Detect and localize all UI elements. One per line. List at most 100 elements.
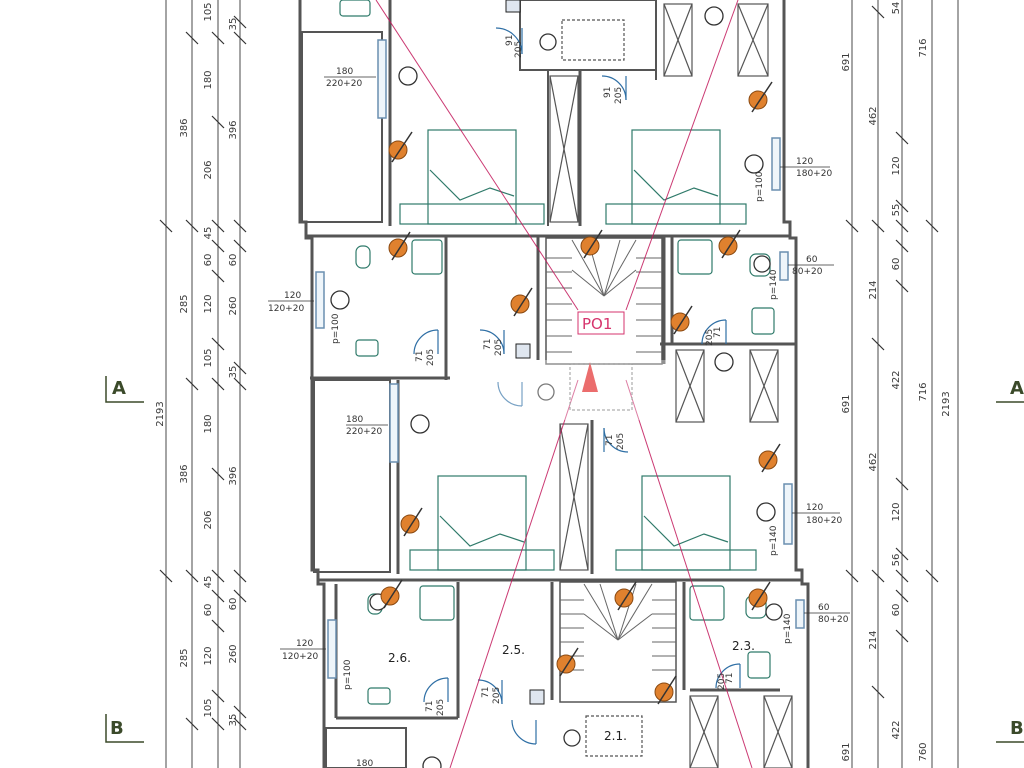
dim-left-a-11: 60 [203, 604, 214, 617]
dim-left-b-5: 35 [228, 366, 239, 379]
dim-left-a-6: 120 [203, 294, 214, 313]
outlet-boxes [505, 0, 545, 705]
parapet-labels: p=100 p=100 p=100 p=140 p=140 p=140 [331, 171, 793, 690]
vent-fan-3 [388, 231, 411, 261]
parapet-label-5: p=140 [769, 525, 779, 556]
bed-mid-right [615, 475, 757, 571]
dim-left-b-6: 396 [228, 466, 239, 485]
door-w-8: 71 [481, 687, 491, 698]
room-label-2-3: 2.3. [732, 639, 755, 653]
dim-left-mid-1: 386 [179, 118, 190, 137]
door-w-6: 71 [605, 435, 615, 446]
dim-left-a-10: 45 [203, 576, 214, 589]
right-dimension-chains [845, 0, 959, 768]
stair-label: PO1 [582, 315, 612, 333]
window-sill-6: 180+20 [806, 516, 842, 526]
window-size-7: 60 [818, 603, 830, 613]
left-dimension-chains [159, 0, 247, 768]
dim-right-col2-6: 422 [891, 370, 902, 389]
stairs [545, 237, 677, 703]
door-w-1: 91 [505, 35, 515, 46]
section-marks [105, 376, 1024, 743]
parapet-label-1: p=100 [331, 313, 341, 344]
dim-left-a-4: 45 [203, 227, 214, 240]
dim-right-col3-3: 760 [918, 742, 929, 761]
dim-left-a-3: 206 [203, 160, 214, 179]
beds [399, 129, 757, 571]
door-w-2: 91 [603, 87, 613, 98]
window-size-9: 180 [356, 759, 373, 768]
window-size-1: 180 [336, 67, 353, 77]
dim-right-col2-5: 214 [868, 280, 879, 299]
vent-fan-11 [614, 581, 637, 611]
section-mark-a-left: A [112, 378, 126, 399]
dim-left-b-4: 260 [228, 296, 239, 315]
bed-top-right [605, 129, 747, 225]
dim-right-col1-1: 691 [841, 52, 852, 71]
window-labels: 180 220+20 120 180+20 120 120+20 60 80+2… [268, 67, 850, 768]
door-swings [413, 27, 741, 745]
window-size-3: 120 [284, 291, 301, 301]
door-h-2: 205 [614, 87, 624, 104]
dim-left-mid-4: 285 [179, 648, 190, 667]
dim-right-col2-9: 56 [891, 554, 902, 567]
dim-right-col1-3: 691 [841, 742, 852, 761]
bed-top-left [399, 129, 545, 225]
window-size-5: 180 [346, 415, 363, 425]
dim-right-col2-8: 120 [891, 502, 902, 521]
dim-right-col2-1: 462 [868, 106, 879, 125]
door-h-1: 205 [514, 41, 524, 58]
door-h-9: 205 [717, 673, 727, 690]
parapet-label-6: p=140 [783, 613, 793, 644]
dim-right-col3-2: 716 [918, 382, 929, 401]
dim-left-b-3: 60 [228, 254, 239, 267]
dim-left-a-7: 105 [203, 348, 214, 367]
bath-fixtures [339, 0, 775, 705]
dim-right-col2-12: 422 [891, 720, 902, 739]
stair-landing [569, 363, 633, 411]
dim-right-col2-11: 214 [868, 630, 879, 649]
dim-left-b-2: 396 [228, 120, 239, 139]
door-h-7: 205 [436, 699, 446, 716]
dim-left-b-8: 260 [228, 644, 239, 663]
dim-right-col3-1: 716 [918, 38, 929, 57]
stair-label-box [577, 311, 625, 335]
dim-left-mid-2: 285 [179, 294, 190, 313]
window-sill-4: 80+20 [792, 267, 823, 277]
vent-fan-5 [718, 229, 741, 259]
window-sill-8: 120+20 [282, 652, 318, 662]
ceiling-lights [330, 6, 783, 768]
window-sill-1: 220+20 [326, 79, 362, 89]
window-sill-5: 220+20 [346, 427, 382, 437]
watermark-overlay [470, 360, 670, 420]
dim-left-b-1: 35 [228, 18, 239, 31]
room-label-2-5: 2.5. [502, 643, 525, 657]
diagonal-lines [375, 0, 753, 768]
up-arrow-marker [582, 362, 598, 392]
vent-fan-12 [748, 581, 771, 611]
vent-fan-7 [670, 305, 693, 335]
bed-mid-left [409, 475, 555, 571]
window-sill-3: 120+20 [268, 304, 304, 314]
vent-fan-2 [748, 81, 773, 113]
section-mark-b-left: B [110, 718, 124, 739]
door-w-9: 71 [725, 673, 735, 684]
vent-fan-1 [388, 131, 413, 163]
dim-right-col2-2: 120 [891, 156, 902, 175]
dim-left-b-7: 60 [228, 598, 239, 611]
window-size-4: 60 [806, 255, 818, 265]
door-w-7: 71 [425, 701, 435, 712]
room-label-2-6: 2.6. [388, 651, 411, 665]
dim-left-a-8: 180 [203, 414, 214, 433]
door-labels: 91 205 91 205 71 205 71 205 71 205 71 20… [415, 35, 735, 716]
building-walls [298, 0, 810, 768]
door-h-5: 205 [705, 329, 715, 346]
vent-fan-14 [654, 675, 677, 705]
window-size-6: 120 [806, 503, 823, 513]
dim-right-total: 2193 [941, 391, 952, 416]
vent-fan-10 [380, 579, 403, 609]
vent-fan-6 [510, 287, 533, 317]
dim-right-col2-4: 60 [891, 258, 902, 271]
dim-right-col2-7: 462 [868, 452, 879, 471]
window-sill-7: 80+20 [818, 615, 849, 625]
